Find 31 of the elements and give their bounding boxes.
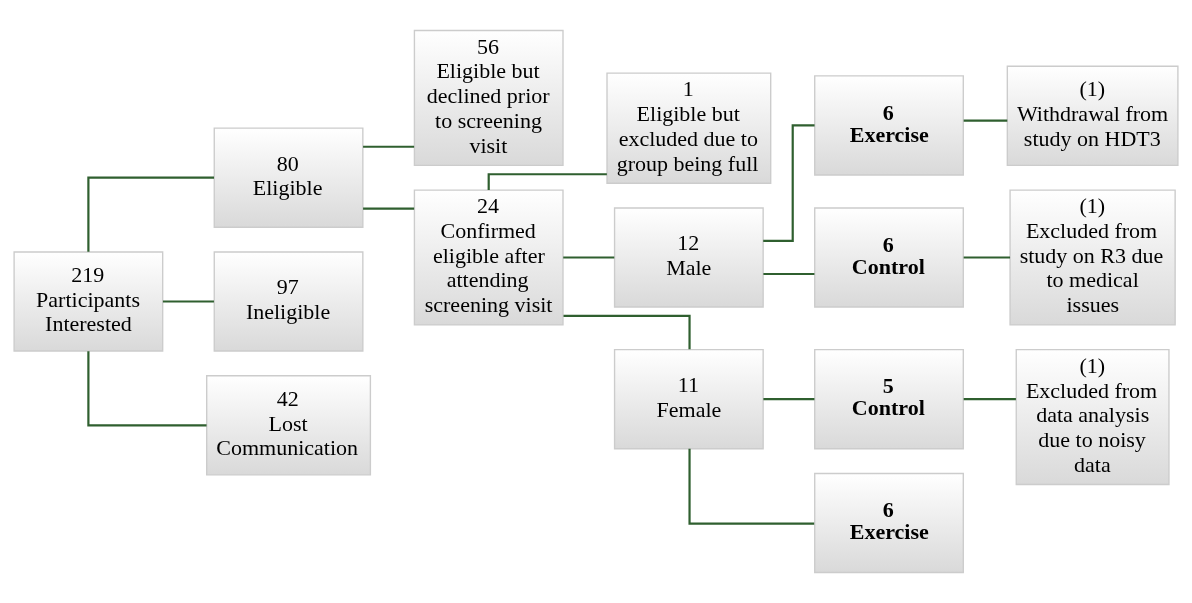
connector bbox=[363, 207, 415, 210]
connector bbox=[487, 173, 607, 190]
connector bbox=[963, 398, 1016, 401]
node-box: (1) Withdrawal from study on HDT3 bbox=[1006, 65, 1179, 166]
connector bbox=[563, 256, 615, 259]
node-box: (1) Excluded from data analysis due to noisy data bbox=[1015, 348, 1170, 486]
node-box: 24 Confirmed eligible after attending screening visit bbox=[413, 189, 564, 326]
connector bbox=[688, 448, 815, 525]
node-box: 1 Eligible but excluded due to group being full bbox=[606, 72, 772, 184]
connector bbox=[963, 256, 1011, 259]
connector bbox=[87, 351, 207, 427]
connector bbox=[162, 300, 214, 303]
connector bbox=[363, 145, 415, 148]
connector bbox=[763, 272, 815, 276]
node-box: 56 Eligible but declined prior to screening visit bbox=[413, 29, 564, 166]
connector bbox=[963, 119, 1008, 122]
connector bbox=[87, 176, 214, 252]
connector bbox=[763, 124, 815, 243]
node-box: 5 Control bbox=[814, 348, 964, 450]
node-box: 97 Ineligible bbox=[213, 251, 364, 352]
node-box: 6 Exercise bbox=[814, 75, 964, 176]
connector bbox=[763, 398, 815, 401]
node-box: 80 Eligible bbox=[213, 127, 364, 228]
node-box: 11 Female bbox=[613, 348, 764, 450]
node-box: 12 Male bbox=[613, 207, 764, 308]
node-box: 6 Control bbox=[814, 207, 964, 308]
node-box: 6 Exercise bbox=[814, 472, 964, 574]
connector bbox=[563, 314, 691, 350]
node-box: (1) Excluded from study on R3 due to medical issues bbox=[1009, 189, 1176, 326]
node-box: 219 Participants Interested bbox=[13, 251, 164, 352]
node-box: 42 Lost Communication bbox=[206, 375, 372, 476]
